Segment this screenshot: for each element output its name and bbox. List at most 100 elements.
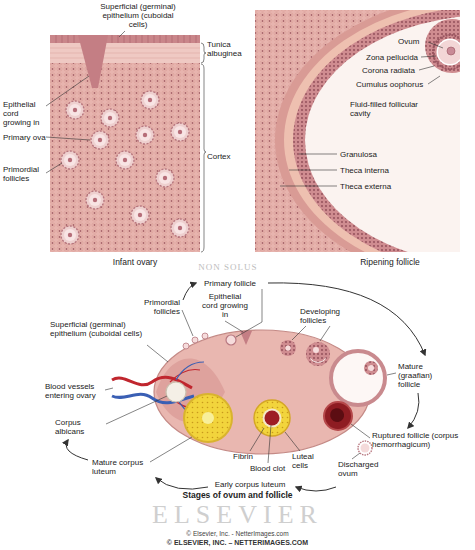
leader-line bbox=[150, 437, 192, 462]
infant-ovary-tissue bbox=[91, 131, 109, 149]
ovary bbox=[280, 340, 296, 356]
callout-label: Primary ova bbox=[3, 133, 47, 142]
panel-title: Infant ovary bbox=[85, 257, 185, 267]
infant-ovary-tissue bbox=[86, 191, 104, 209]
ripening-follicle bbox=[447, 47, 455, 55]
leader-line bbox=[352, 453, 360, 459]
ovary bbox=[202, 412, 214, 424]
ovary bbox=[361, 444, 370, 453]
leader-line bbox=[421, 56, 436, 57]
leader-line bbox=[351, 424, 370, 438]
leader-line bbox=[46, 76, 89, 106]
infant-ovary-tissue bbox=[141, 91, 159, 109]
ovary bbox=[112, 330, 385, 455]
leader-line bbox=[201, 64, 206, 252]
watermark: NON SOLUS bbox=[188, 262, 268, 272]
infant-ovary-tissue bbox=[101, 109, 119, 127]
infant-ovary-tissue bbox=[116, 151, 134, 169]
leader-line bbox=[419, 66, 434, 70]
ovary bbox=[324, 402, 352, 430]
callout-label: Epithelial cord growing in bbox=[200, 292, 250, 319]
watermark: ELSEVIER bbox=[0, 500, 475, 530]
infant-ovary-tissue bbox=[61, 226, 79, 244]
ovary bbox=[202, 333, 208, 339]
ripening-follicle bbox=[437, 39, 461, 66]
infant-ovary-tissue bbox=[156, 169, 174, 187]
callout-label: Ruptured follicle (corpus hemorrhagicum) bbox=[372, 431, 464, 449]
ovary bbox=[265, 411, 280, 426]
leader-line bbox=[299, 154, 337, 155]
callout-label: Theca interna bbox=[340, 166, 400, 175]
cycle-arrow bbox=[408, 393, 419, 428]
leader-line bbox=[147, 345, 168, 362]
infant-ovary-tissue bbox=[61, 151, 79, 169]
ovary bbox=[192, 337, 198, 343]
leader-line bbox=[46, 163, 62, 173]
leader-line bbox=[201, 43, 206, 63]
ovary bbox=[358, 441, 372, 455]
ovary bbox=[313, 347, 319, 353]
infant-ovary-tissue bbox=[50, 43, 200, 63]
callout-label: Mature (graafian) follicle bbox=[398, 362, 446, 389]
infant-ovary-tissue bbox=[50, 35, 200, 252]
ovary bbox=[254, 400, 290, 436]
cycle-arrow bbox=[268, 283, 425, 355]
callout-label: Fluid-filled follicular cavity bbox=[350, 100, 428, 118]
leader-line bbox=[105, 388, 113, 390]
leader-line bbox=[250, 428, 264, 451]
callout-label: Cumulus oophorus bbox=[356, 80, 428, 89]
ripening-follicle bbox=[425, 19, 460, 73]
cycle-arrow bbox=[66, 440, 88, 460]
infant-ovary-tissue bbox=[50, 48, 200, 58]
cycle-arrow bbox=[296, 487, 336, 491]
callout-label: Early corpus luteum bbox=[205, 480, 295, 489]
callout-label: Superficial (germinal) epithelium (cuboi… bbox=[92, 2, 184, 29]
callout-label: Primordial follicles bbox=[3, 165, 47, 183]
callout-label: Cortex bbox=[207, 152, 247, 161]
callout-label: Fibrin bbox=[233, 452, 261, 461]
callout-label: Luteal cells bbox=[292, 452, 328, 470]
ovary bbox=[166, 382, 186, 402]
infant-ovary-tissue bbox=[50, 35, 200, 43]
ripening-follicle bbox=[438, 40, 460, 64]
ovary bbox=[263, 409, 282, 428]
leader-line bbox=[106, 396, 167, 424]
leader-line bbox=[387, 373, 396, 375]
infant-ovary-tissue bbox=[78, 35, 108, 88]
callout-label: Tunica albuginea bbox=[207, 40, 249, 58]
leader-line bbox=[105, 289, 396, 463]
callout-label: Granulosa bbox=[340, 150, 400, 159]
ovary bbox=[183, 343, 189, 349]
ovary bbox=[285, 345, 290, 350]
figure-title: Stages of ovum and follicle bbox=[150, 490, 325, 500]
callout-label: Blood vessels entering ovary bbox=[45, 382, 105, 400]
leader-line bbox=[182, 310, 193, 336]
leader-line bbox=[46, 137, 90, 140]
callout-label: Theca externa bbox=[340, 182, 400, 191]
leader-line bbox=[225, 321, 243, 332]
infant-ovary-tissue bbox=[66, 101, 84, 119]
callout-label: Corpus albicans bbox=[55, 418, 105, 436]
ripening-follicle bbox=[305, 15, 460, 252]
cycle-arrow bbox=[183, 283, 196, 300]
ripening-follicle bbox=[255, 10, 460, 252]
infant-ovary-tissue bbox=[136, 126, 154, 144]
leader-line bbox=[292, 326, 330, 341]
ripening-follicle bbox=[293, 10, 460, 252]
leader-line bbox=[289, 170, 337, 171]
leader-line bbox=[428, 42, 443, 48]
copyright-line: © ELSEVIER, INC. – NETTERIMAGES.COM bbox=[0, 539, 475, 547]
ovary bbox=[226, 335, 236, 345]
callout-label: Superficial (germinal) epithelium (cuboi… bbox=[50, 320, 145, 338]
callout-label: Discharged ovum bbox=[338, 460, 393, 478]
ovary bbox=[184, 394, 232, 442]
ovary bbox=[240, 331, 252, 345]
copyright-line: © Elsevier, Inc. - NetterImages.com bbox=[0, 530, 475, 538]
ripening-follicle bbox=[433, 35, 460, 69]
ripening-follicle bbox=[284, 10, 460, 252]
callout-label: Developing follicles bbox=[300, 307, 362, 325]
infant-ovary-tissue bbox=[131, 206, 149, 224]
infant-ovary-tissue bbox=[56, 35, 196, 43]
infant-ovary-tissue bbox=[171, 123, 189, 141]
